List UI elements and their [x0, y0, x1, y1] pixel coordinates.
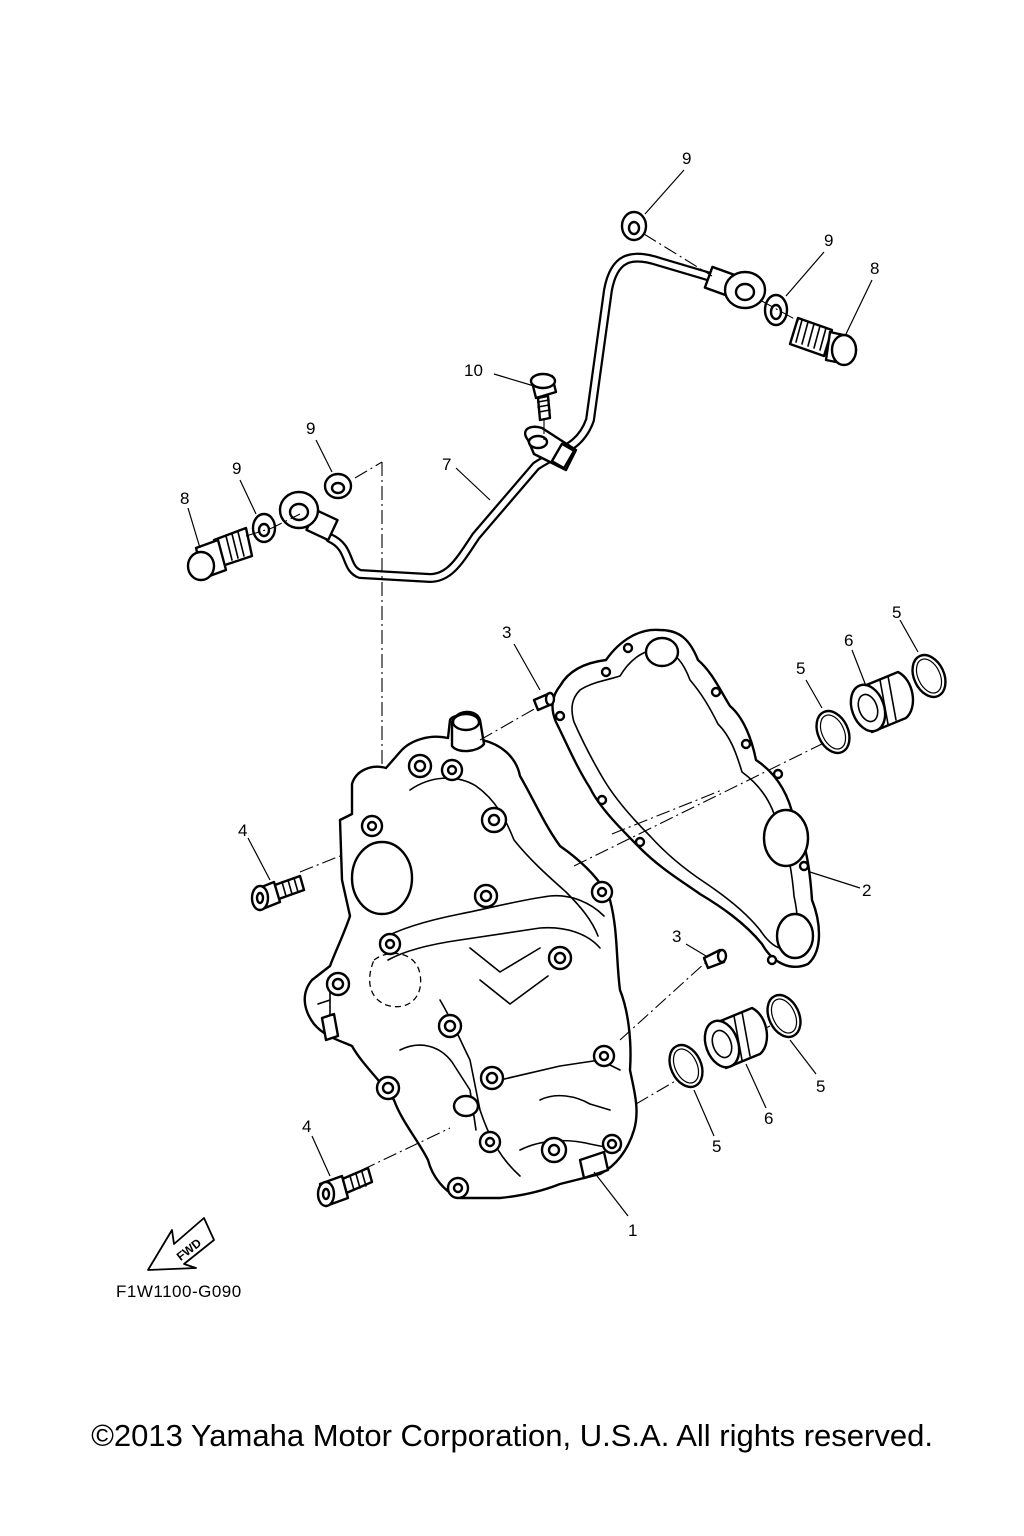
- copyright-notice: ©2013 Yamaha Motor Corporation, U.S.A. A…: [91, 1418, 933, 1453]
- collar: [703, 1006, 769, 1070]
- banjo-fitting-right: [703, 265, 767, 310]
- callout-9: 9: [824, 231, 833, 250]
- callout-6: 6: [764, 1109, 773, 1128]
- callout-5: 5: [712, 1137, 721, 1156]
- callout-3: 3: [672, 927, 681, 946]
- collar: [849, 670, 915, 734]
- callout-8: 8: [180, 489, 189, 508]
- copper-washer: [323, 472, 353, 500]
- callout-9: 9: [682, 149, 691, 168]
- callout-3: 3: [502, 623, 511, 642]
- dowel-pin: [532, 691, 556, 712]
- callout-1: 1: [628, 1221, 637, 1240]
- copper-washer: [620, 210, 648, 242]
- callout-9: 9: [232, 459, 241, 478]
- dowel-pin: [702, 948, 728, 970]
- o-ring: [911, 653, 947, 699]
- callout-4: 4: [238, 821, 247, 840]
- crankcase-cover-gasket: [551, 628, 821, 968]
- callout-2: 2: [862, 881, 871, 900]
- callout-10: 10: [464, 361, 483, 380]
- pipe-bracket-bolt: [529, 372, 558, 422]
- callout-6: 6: [844, 631, 853, 650]
- callout-4: 4: [302, 1117, 311, 1136]
- socket-bolt: [316, 1166, 374, 1208]
- copper-washer: [763, 293, 789, 327]
- banjo-fitting-left: [278, 490, 339, 542]
- forward-direction-arrow-icon: FWD: [147, 1217, 215, 1271]
- socket-bolt: [250, 874, 306, 912]
- callout-5: 5: [816, 1077, 825, 1096]
- oil-pipe: [325, 252, 719, 583]
- callout-8: 8: [870, 259, 879, 278]
- union-bolt-right: [788, 316, 858, 367]
- callout-9: 9: [306, 419, 315, 438]
- crankcase-cover: [303, 710, 638, 1200]
- union-bolt-left: [186, 526, 254, 582]
- o-ring: [815, 709, 851, 755]
- diagram-code: F1W1100-G090: [116, 1282, 242, 1301]
- callout-5: 5: [892, 603, 901, 622]
- callout-5: 5: [796, 659, 805, 678]
- leader-lines: [187, 169, 919, 1217]
- callout-7: 7: [442, 455, 451, 474]
- o-ring: [766, 993, 802, 1039]
- o-ring: [668, 1043, 704, 1089]
